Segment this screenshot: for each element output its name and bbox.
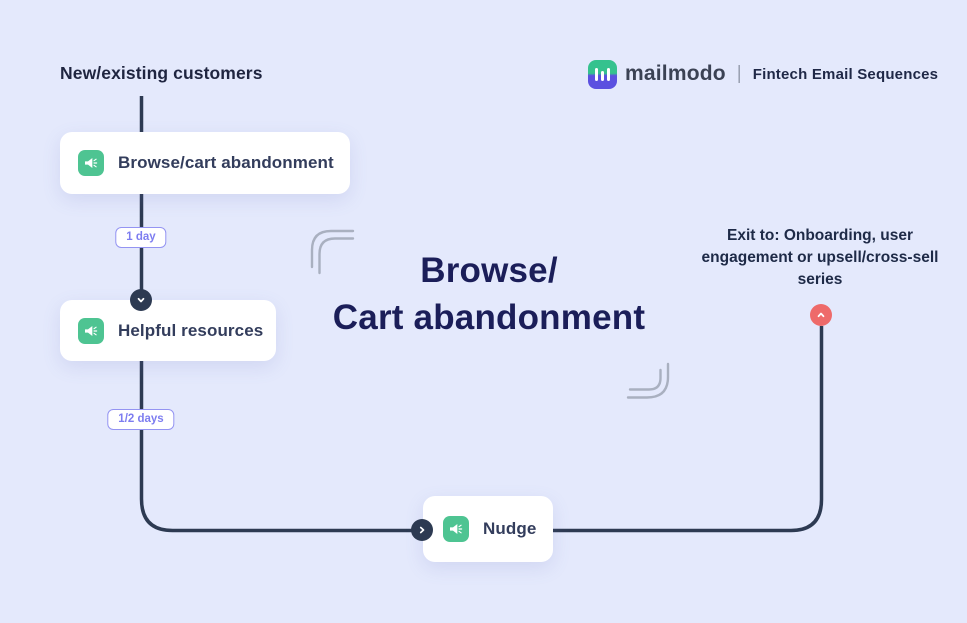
decorative-bracket-top-left [310,229,355,275]
brand-name: mailmodo [625,62,726,85]
chevron-right-icon [411,519,433,541]
delay-badge: 1 day [115,227,167,248]
diagram-title-line1: Browse/ [420,251,558,290]
mailmodo-logo-icon [588,59,617,89]
megaphone-icon [443,516,469,542]
chevron-down-icon [130,289,152,311]
brand-tagline: Fintech Email Sequences [752,65,939,83]
flow-node-helpful-resources: Helpful resources [60,300,276,361]
brand-divider: | [736,63,742,84]
flow-node-nudge: Nudge [423,496,553,562]
chevron-up-icon [810,304,832,326]
diagram-title: Browse/ Cart abandonment [279,247,699,341]
diagram-title-line2: Cart abandonment [332,298,646,337]
node-label: Browse/cart abandonment [118,153,334,172]
node-label: Helpful resources [118,320,264,340]
flow-node-browse-cart-abandonment: Browse/cart abandonment [60,132,350,194]
brand-bar: mailmodo | Fintech Email Sequences [588,57,938,91]
delay-badge: 1/2 days [107,409,175,430]
megaphone-icon [78,317,104,344]
megaphone-icon [78,150,104,176]
node-label: Nudge [483,519,537,538]
flow-entry-label: New/existing customers [60,63,263,83]
exit-note: Exit to: Onboarding, user engagement or … [701,227,939,288]
decorative-bracket-bottom-right [626,362,670,399]
